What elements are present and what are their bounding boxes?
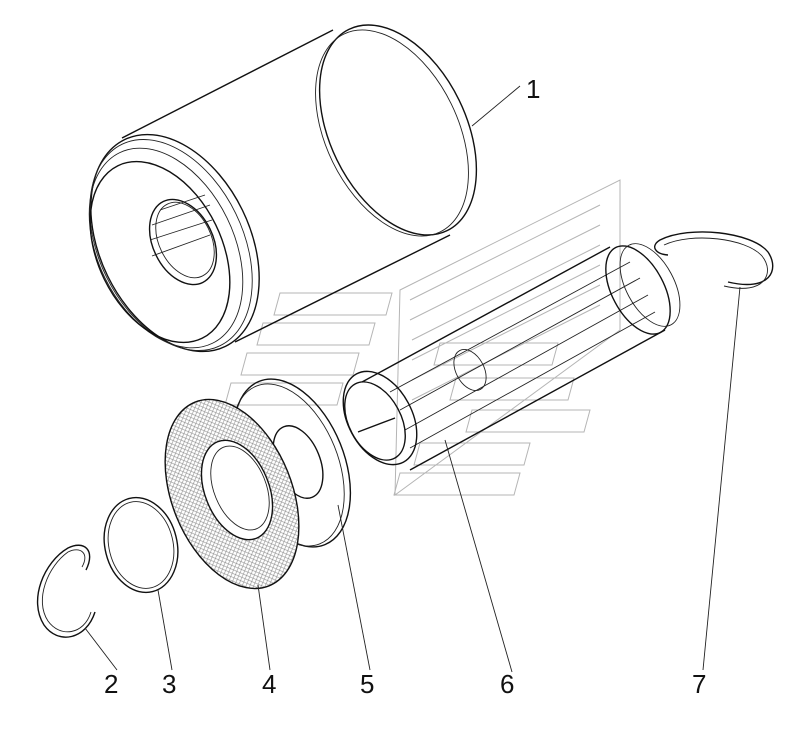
leader-lines xyxy=(84,85,741,673)
leader-line-2 xyxy=(84,627,118,671)
leader-line-1 xyxy=(471,85,521,127)
leader-line-6 xyxy=(444,439,513,673)
part-7-snap-ring xyxy=(654,231,774,289)
part-label-1: 1 xyxy=(526,74,540,104)
leader-line-3 xyxy=(157,589,173,671)
leader-line-7 xyxy=(702,286,741,671)
leader-line-5 xyxy=(337,504,371,671)
part-6-filter-core xyxy=(342,243,681,471)
part-1-filter-housing xyxy=(88,24,478,353)
leader-line-4 xyxy=(257,584,271,671)
part-3-ring xyxy=(103,496,179,594)
part-label-6: 6 xyxy=(500,669,514,699)
part-2-split-ring xyxy=(36,544,96,638)
part-4-filter-disk xyxy=(164,398,300,590)
part-label-2: 2 xyxy=(104,669,118,699)
watermark-logo xyxy=(224,179,621,497)
part-label-4: 4 xyxy=(262,669,276,699)
part-label-3: 3 xyxy=(162,669,176,699)
part-label-7: 7 xyxy=(692,669,706,699)
part-labels: 1 2 3 4 5 6 7 xyxy=(104,74,706,699)
part-label-5: 5 xyxy=(360,669,374,699)
